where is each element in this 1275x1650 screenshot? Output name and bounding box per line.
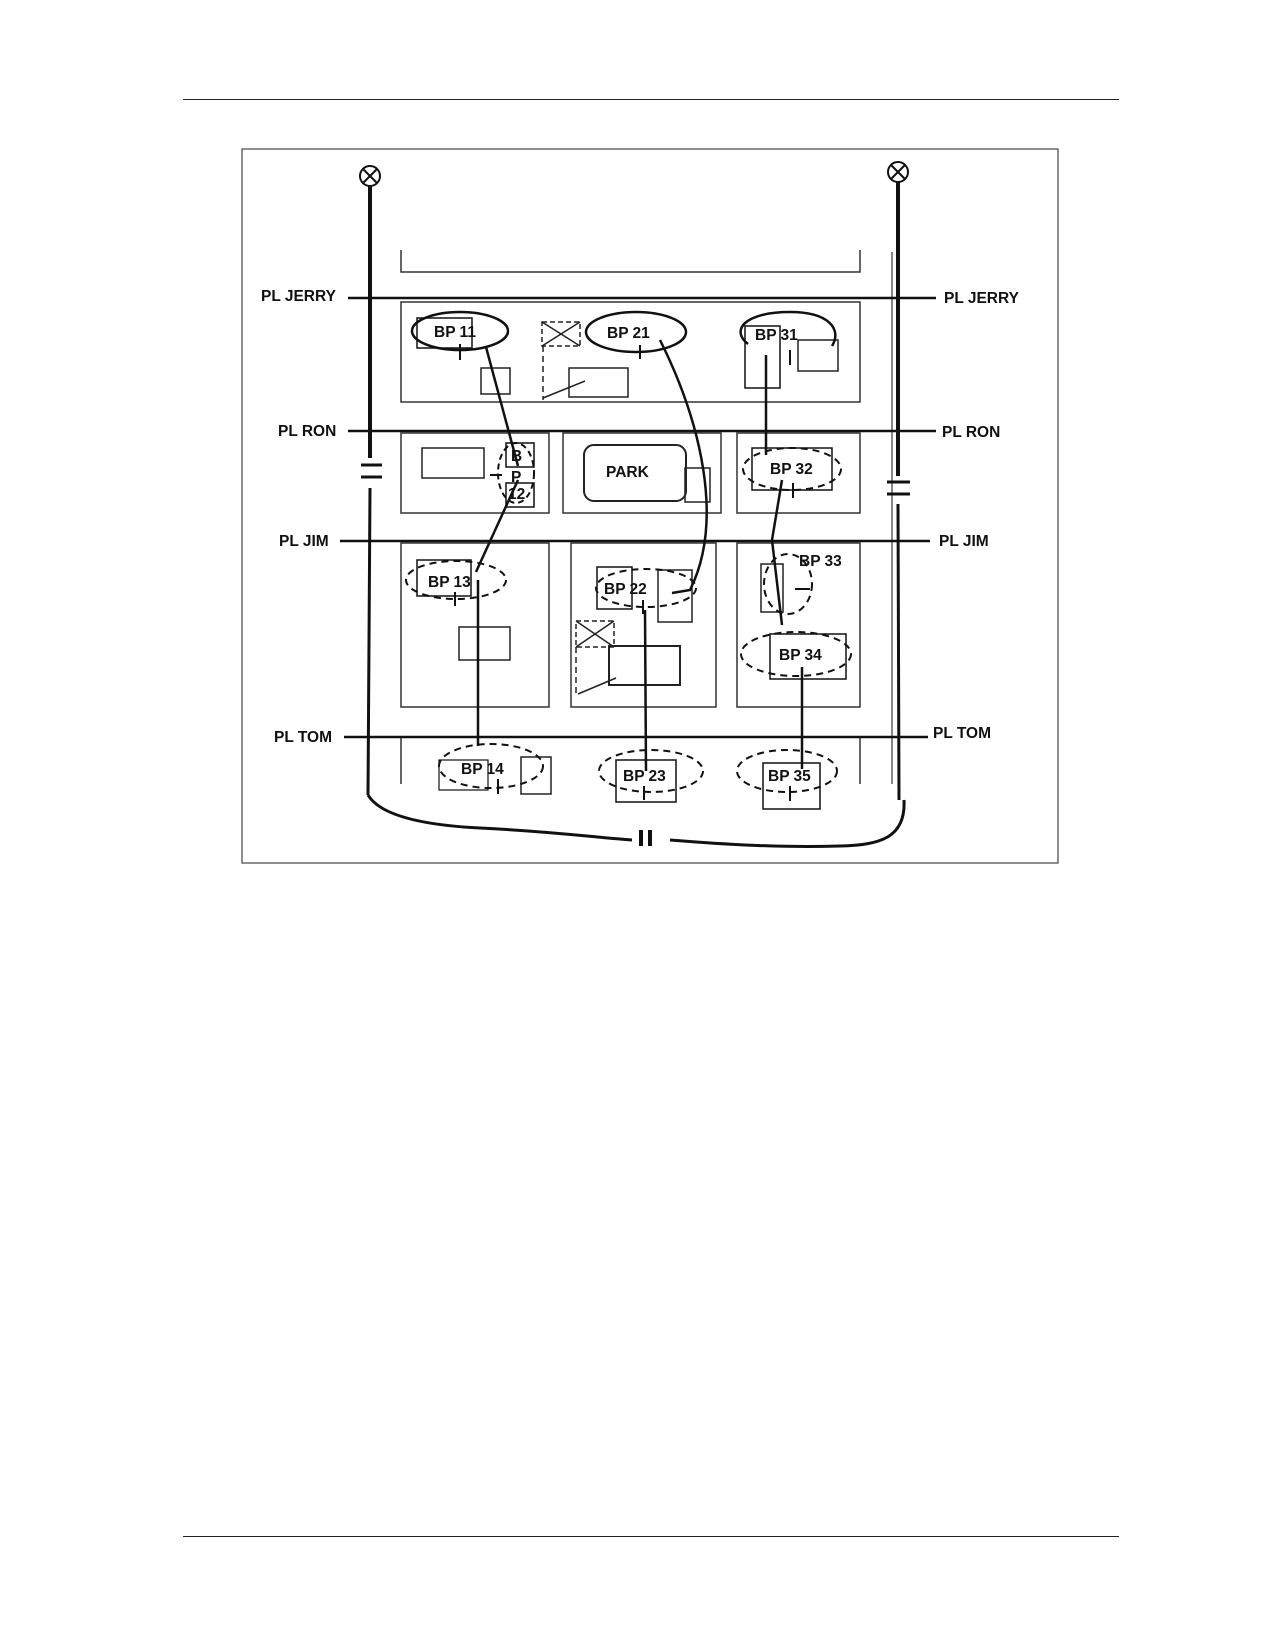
boundary-left	[361, 186, 382, 796]
park-box	[583, 444, 687, 502]
park-label: PARK	[606, 464, 650, 481]
bp-23-label: BP 23	[623, 768, 666, 785]
echelon-symbol	[639, 830, 652, 846]
pl-tom-label-left: PL TOM	[274, 729, 332, 746]
phase-lines	[340, 296, 936, 739]
bp-32-label: BP 32	[770, 461, 813, 478]
bp-34-label: BP 34	[779, 647, 822, 664]
bp-33-label: BP 33	[799, 553, 842, 570]
bp-12-label-b: B	[511, 448, 522, 465]
top-rule	[183, 99, 1119, 100]
bp-35-label: BP 35	[768, 768, 811, 785]
bp-21-label: BP 21	[607, 325, 650, 342]
pl-jim-label-right: PL JIM	[939, 533, 989, 550]
bp-14-label: BP 14	[461, 761, 504, 778]
pl-jerry-label-right: PL JERRY	[944, 290, 1020, 307]
diagram-frame	[241, 148, 1059, 864]
bp-ticks	[454, 344, 810, 801]
pl-jim-label-left: PL JIM	[279, 533, 329, 550]
bp-12-label-p: P	[511, 469, 521, 486]
withdrawal-routes	[474, 339, 804, 772]
pl-jerry-label-left: PL JERRY	[261, 288, 337, 305]
bp-12-label-n: 12	[508, 486, 525, 503]
bp-11-label: BP 11	[434, 324, 476, 341]
boundary-right	[887, 182, 910, 801]
bp-31-label: BP 31	[755, 327, 798, 344]
checkpoint-icon-right	[887, 161, 909, 183]
pl-ron-label-left: PL RON	[278, 423, 336, 440]
bottom-rule	[183, 1536, 1119, 1537]
bp-shapes	[405, 310, 852, 810]
obstacles	[421, 321, 839, 795]
pl-ron-label-right: PL RON	[942, 424, 1000, 441]
pl-tom-label-right: PL TOM	[933, 725, 991, 742]
bp-22-label: BP 22	[604, 581, 647, 598]
bp-13-label: BP 13	[428, 574, 471, 591]
top-bracket	[400, 250, 861, 273]
checkpoint-icon-left	[359, 165, 381, 187]
sector-boxes	[400, 301, 861, 784]
rear-boundary	[366, 794, 906, 849]
